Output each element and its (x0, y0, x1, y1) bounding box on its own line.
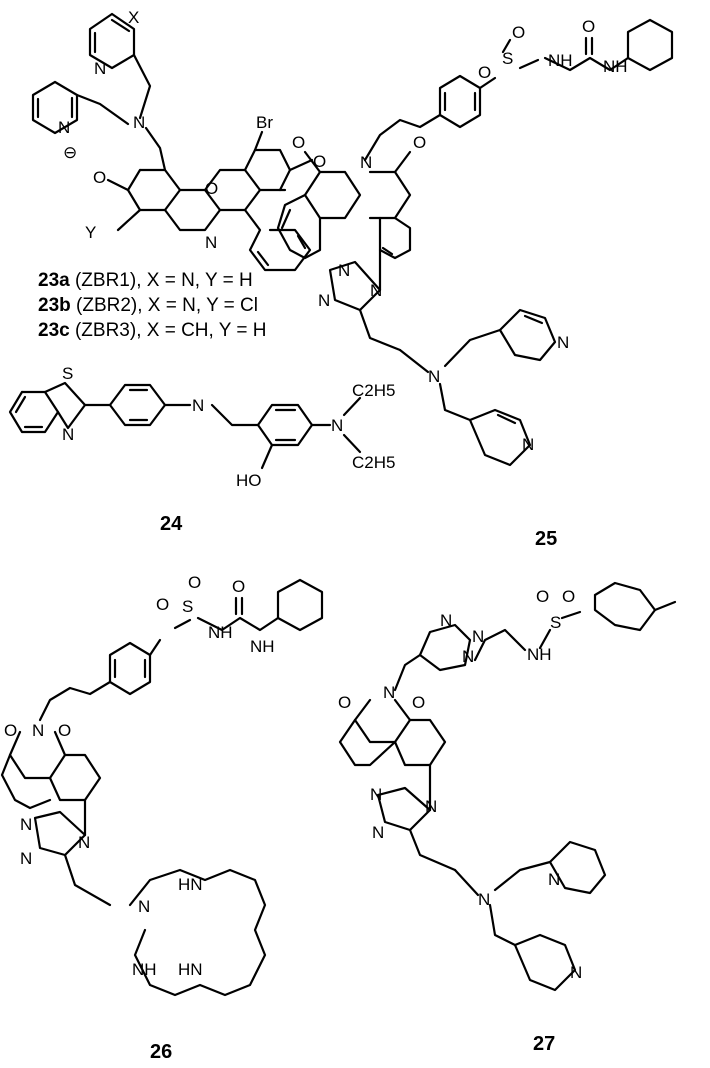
compound-label-27: 27 (533, 1033, 555, 1055)
atom-y: Y (85, 223, 96, 242)
atom-o: O (188, 573, 201, 592)
atom-ho: HO (236, 471, 262, 490)
atom-n: N (360, 153, 372, 172)
atom-hn: HN (178, 960, 203, 979)
atom-x: X (128, 8, 139, 27)
caption-23a: 23a (ZBR1), X = N, Y = H (38, 270, 253, 291)
atom-o: O (512, 23, 525, 42)
compound-25: S O O NH NH O N O O N N N N N N 25 (276, 17, 674, 550)
atom-n: N (370, 281, 382, 300)
atom-nh: NH (132, 960, 157, 979)
compound-23: X N N N N O O O Br Y ⊖ 23a (ZBR1), X = N… (31, 8, 326, 341)
atom-s: S (182, 597, 193, 616)
atom-n: N (338, 261, 350, 280)
atom-br: Br (256, 113, 273, 132)
compound-26: S O O NH NH O N O O N N N N HN HN NH 26 (0, 573, 324, 1063)
atom-n: N (428, 367, 440, 386)
atom-o: O (338, 693, 351, 712)
atom-n: N (440, 611, 452, 630)
compound-label-25: 25 (535, 528, 557, 550)
atom-n: N (205, 233, 217, 252)
ethyl-group: C2H5 (352, 453, 395, 472)
atom-n: N (192, 396, 204, 415)
atom-n: N (383, 683, 395, 702)
compound-label-26: 26 (150, 1041, 172, 1063)
atom-o: O (292, 133, 305, 152)
atom-n: N (557, 333, 569, 352)
atom-n: N (331, 416, 343, 435)
atom-n: N (20, 849, 32, 868)
atom-o: O (58, 721, 71, 740)
atom-n: N (318, 291, 330, 310)
compound-label-24: 24 (160, 513, 183, 535)
atom-o: O (205, 179, 218, 198)
atom-o: O (232, 577, 245, 596)
atom-o: O (156, 595, 169, 614)
atom-s: S (62, 364, 73, 383)
atom-o: O (536, 587, 549, 606)
atom-n: N (370, 785, 382, 804)
compound-24: S N N N HO C2H5 C2H5 24 (8, 364, 395, 535)
atom-nh: NH (208, 623, 233, 642)
atom-n: N (94, 59, 106, 78)
atom-n: N (522, 435, 534, 454)
atom-n: N (133, 113, 145, 132)
atom-n: N (62, 425, 74, 444)
compound-27: S O O NH N N N N O O N N N N N N 27 (338, 581, 677, 1055)
atom-s: S (502, 49, 513, 68)
atom-nh: NH (548, 51, 573, 70)
atom-n: N (478, 890, 490, 909)
atom-o: O (313, 152, 326, 171)
atom-n: N (58, 118, 70, 137)
atom-o: O (478, 63, 491, 82)
atom-n: N (32, 721, 44, 740)
atom-hn: HN (178, 875, 203, 894)
atom-nh: NH (603, 57, 628, 76)
atom-n: N (78, 833, 90, 852)
atom-o: O (582, 17, 595, 36)
atom-o: O (412, 693, 425, 712)
atom-nh: NH (250, 637, 275, 656)
atom-n: N (548, 870, 560, 889)
atom-n: N (425, 797, 437, 816)
atom-n: N (372, 823, 384, 842)
caption-23c: 23c (ZBR3), X = CH, Y = H (38, 320, 266, 341)
atom-n: N (138, 897, 150, 916)
caption-23b: 23b (ZBR2), X = N, Y = Cl (38, 295, 258, 316)
atom-o: O (562, 587, 575, 606)
atom-n: N (462, 647, 474, 666)
atom-o: O (413, 133, 426, 152)
charge-minus: ⊖ (63, 143, 77, 162)
atom-s: S (550, 613, 561, 632)
atom-n: N (472, 627, 484, 646)
ethyl-group: C2H5 (352, 381, 395, 400)
atom-n: N (570, 963, 582, 982)
atom-n: N (20, 815, 32, 834)
atom-nh: NH (527, 645, 552, 664)
atom-o: O (4, 721, 17, 740)
atom-o: O (93, 168, 106, 187)
